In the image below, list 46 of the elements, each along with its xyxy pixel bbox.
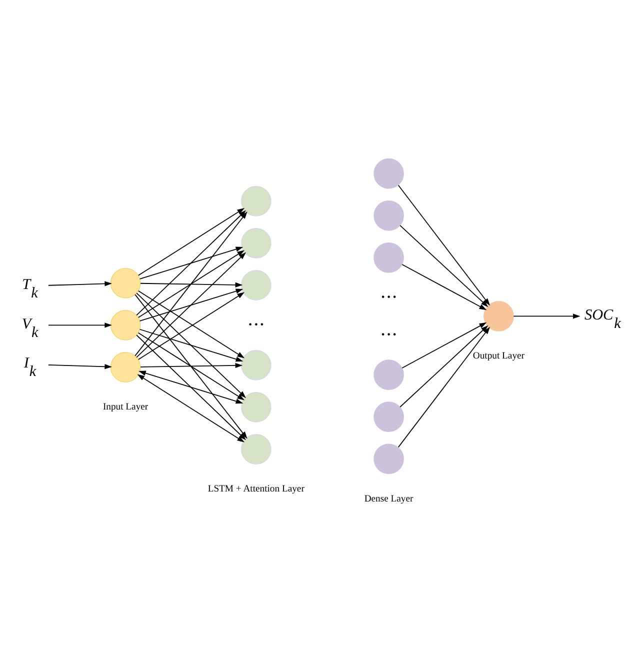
- arrow: [138, 370, 244, 404]
- arrow: [400, 325, 488, 408]
- node-circle: [484, 301, 514, 332]
- arrow: [138, 332, 245, 400]
- node-circle: [110, 352, 141, 382]
- arrow: [398, 326, 490, 448]
- arrow: [48, 281, 112, 286]
- arrow: [139, 246, 244, 280]
- arrow: [140, 362, 243, 368]
- node-circle: [374, 242, 404, 273]
- arrow: [140, 282, 243, 288]
- label: • • •: [381, 329, 396, 340]
- arrow: [137, 374, 245, 442]
- arrow: [139, 288, 244, 322]
- node-circle: [240, 392, 272, 422]
- arrow: [48, 322, 112, 328]
- arrow: [138, 250, 245, 318]
- label: LSTM + Attention Layer: [208, 484, 304, 495]
- label: • • •: [381, 292, 396, 304]
- arrow: [402, 264, 487, 310]
- arrow: [138, 208, 245, 276]
- node-circle: [240, 186, 272, 216]
- label: Output Layer: [472, 350, 525, 362]
- node-circle: [374, 200, 404, 231]
- arrow: [398, 184, 490, 306]
- node-circle: [374, 402, 404, 432]
- label: Dense Layer: [364, 493, 414, 504]
- label: • • •: [248, 320, 264, 331]
- arrow: [400, 224, 488, 308]
- node-circle: [374, 158, 404, 189]
- arrow: [513, 314, 580, 319]
- node-circle: [240, 434, 272, 464]
- arrow: [136, 252, 246, 358]
- arrow: [134, 212, 248, 356]
- node-circle: [110, 310, 141, 340]
- arrow: [139, 328, 244, 362]
- node-circle: [374, 360, 404, 390]
- arrow: [48, 364, 112, 370]
- arrow: [136, 292, 246, 398]
- node-circle: [374, 444, 404, 474]
- arrow: [402, 322, 487, 368]
- label: Input Layer: [102, 402, 148, 413]
- node-circle: [240, 350, 272, 380]
- node-circle: [240, 228, 272, 258]
- node-circle: [110, 268, 141, 298]
- node-circle: [240, 270, 272, 300]
